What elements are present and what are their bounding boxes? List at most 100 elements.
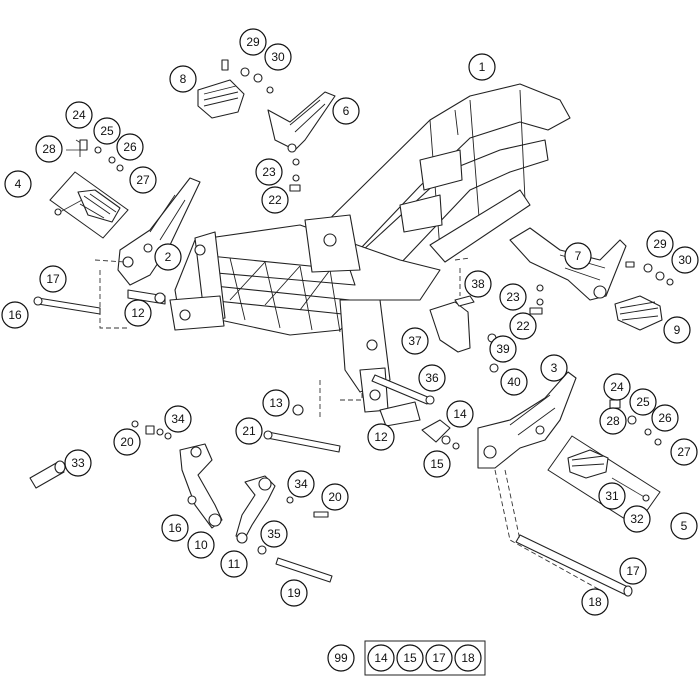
callout-c7-label: 7 xyxy=(575,249,582,263)
callout-c27b[interactable]: 27 xyxy=(670,438,698,466)
top-footrest-bracket[interactable] xyxy=(267,91,336,153)
callout-c21[interactable]: 21 xyxy=(235,417,263,445)
callout-c30a-label: 30 xyxy=(271,50,285,64)
callout-c19[interactable]: 19 xyxy=(280,579,308,607)
callout-c20a[interactable]: 20 xyxy=(113,428,141,456)
callout-c8-label: 8 xyxy=(180,72,187,86)
callout-c34a[interactable]: 34 xyxy=(164,405,192,433)
callout-c16a[interactable]: 16 xyxy=(1,301,29,329)
callout-c22b-label: 22 xyxy=(516,319,530,333)
right-rear-footrest-bracket[interactable] xyxy=(477,371,577,469)
right-footpeg[interactable] xyxy=(614,295,663,331)
callout-c36[interactable]: 36 xyxy=(418,364,446,392)
kit-item-callout-2[interactable]: 17 xyxy=(425,644,453,672)
callout-c33-label: 33 xyxy=(71,456,85,470)
right-footrest-hardware xyxy=(529,261,674,315)
callout-c20b[interactable]: 20 xyxy=(321,483,349,511)
callout-c6[interactable]: 6 xyxy=(332,97,360,125)
callout-c40-circle xyxy=(500,368,528,396)
callout-c12b[interactable]: 12 xyxy=(367,423,395,451)
callout-c7[interactable]: 7 xyxy=(564,242,592,270)
callout-c5-label: 5 xyxy=(681,519,688,533)
kit-item-callout-0[interactable]: 14 xyxy=(367,644,395,672)
callout-c14[interactable]: 14 xyxy=(446,400,474,428)
callout-c15[interactable]: 15 xyxy=(423,450,451,478)
callout-c38[interactable]: 38 xyxy=(464,270,492,298)
callout-c24a[interactable]: 24 xyxy=(65,101,93,129)
callout-c39[interactable]: 39 xyxy=(489,335,517,363)
callout-c13-label: 13 xyxy=(269,396,283,410)
callout-c26a[interactable]: 26 xyxy=(116,133,144,161)
centre-pivot-parts[interactable] xyxy=(292,380,460,450)
kit-item-callout-1[interactable]: 15 xyxy=(396,644,424,672)
callout-c19-circle xyxy=(280,579,308,607)
callout-c27a-circle xyxy=(129,166,157,194)
callout-c11[interactable]: 11 xyxy=(220,550,248,578)
callout-c28a[interactable]: 28 xyxy=(35,135,63,163)
brake-lever-link[interactable] xyxy=(235,475,276,544)
callout-c32-label: 32 xyxy=(630,512,644,526)
callout-c12a-label: 12 xyxy=(131,306,145,320)
left-footrest-bracket[interactable] xyxy=(117,177,201,286)
callout-c10[interactable]: 10 xyxy=(187,531,215,559)
callout-c34b-circle xyxy=(287,470,315,498)
top-footpeg[interactable] xyxy=(197,79,245,119)
callout-c22b[interactable]: 22 xyxy=(509,312,537,340)
callout-c37-label: 37 xyxy=(408,334,422,348)
callout-c29a[interactable]: 29 xyxy=(239,28,267,56)
callout-c23a[interactable]: 23 xyxy=(255,158,283,186)
left-footpeg-box[interactable] xyxy=(49,171,129,239)
kit-item-callout-3[interactable]: 18 xyxy=(454,644,482,672)
callout-c8[interactable]: 8 xyxy=(169,65,197,93)
callout-c3-circle xyxy=(540,354,568,382)
callout-c34b[interactable]: 34 xyxy=(287,470,315,498)
callout-c37[interactable]: 37 xyxy=(401,327,429,355)
callout-c30a[interactable]: 30 xyxy=(264,43,292,71)
callout-c9[interactable]: 9 xyxy=(663,316,691,344)
callout-c1[interactable]: 1 xyxy=(468,53,496,81)
kit-label-callout[interactable]: 99 xyxy=(327,644,355,672)
callout-c17a[interactable]: 17 xyxy=(39,265,67,293)
top-footpeg-hardware xyxy=(221,59,301,192)
callout-c5[interactable]: 5 xyxy=(670,512,698,540)
main-frame[interactable] xyxy=(169,83,571,413)
callout-c12b-circle xyxy=(367,423,395,451)
callout-c16a-label: 16 xyxy=(8,308,22,322)
callout-c31[interactable]: 31 xyxy=(598,482,626,510)
callout-c26a-label: 26 xyxy=(123,140,137,154)
callout-c25a[interactable]: 25 xyxy=(93,117,121,145)
callout-c23b[interactable]: 23 xyxy=(499,283,527,311)
callout-c30b[interactable]: 30 xyxy=(671,246,699,274)
callout-c32[interactable]: 32 xyxy=(623,505,651,533)
callout-c4[interactable]: 4 xyxy=(4,170,32,198)
callout-c23b-label: 23 xyxy=(506,290,520,304)
callout-c2[interactable]: 2 xyxy=(154,243,182,271)
long-shaft[interactable] xyxy=(494,469,633,597)
callout-c35[interactable]: 35 xyxy=(260,520,288,548)
callout-c22a[interactable]: 22 xyxy=(261,186,289,214)
callout-c6-circle xyxy=(332,97,360,125)
shift-lever-link[interactable] xyxy=(179,443,223,529)
callout-c3[interactable]: 3 xyxy=(540,354,568,382)
callout-c12a-circle xyxy=(124,299,152,327)
callout-c20a-label: 20 xyxy=(120,435,134,449)
callout-c27a[interactable]: 27 xyxy=(129,166,157,194)
callout-c20a-circle xyxy=(113,428,141,456)
callout-c40[interactable]: 40 xyxy=(500,368,528,396)
callout-c13[interactable]: 13 xyxy=(262,389,290,417)
callout-c18[interactable]: 18 xyxy=(581,588,609,616)
callout-c16b[interactable]: 16 xyxy=(161,514,189,542)
callout-c25b[interactable]: 25 xyxy=(629,388,657,416)
callout-c28b[interactable]: 28 xyxy=(599,407,627,435)
callout-c12a[interactable]: 12 xyxy=(124,299,152,327)
callout-c28a-circle xyxy=(35,135,63,163)
callout-c28a-label: 28 xyxy=(42,142,56,156)
callout-c17b[interactable]: 17 xyxy=(619,557,647,585)
callout-c26b[interactable]: 26 xyxy=(651,404,679,432)
callout-c24b[interactable]: 24 xyxy=(603,373,631,401)
callout-c29b[interactable]: 29 xyxy=(646,230,674,258)
callout-c16b-label: 16 xyxy=(168,521,182,535)
callout-c22a-label: 22 xyxy=(268,193,282,207)
callout-c36-circle xyxy=(418,364,446,392)
callout-c33[interactable]: 33 xyxy=(64,449,92,477)
